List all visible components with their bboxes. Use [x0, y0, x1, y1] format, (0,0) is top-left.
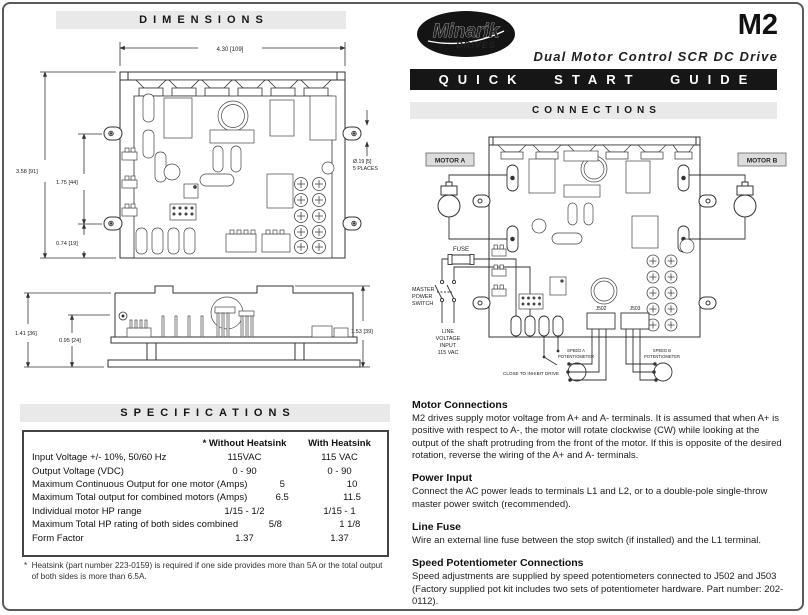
speed-pot-b-symbol	[652, 362, 673, 382]
pot-b-label-1: SPEED B	[653, 348, 671, 353]
connections-diagram: MOTOR A MOTOR B	[412, 136, 787, 382]
j502-label: J502	[596, 306, 607, 312]
j502-connector	[586, 312, 616, 334]
line-voltage-label-1: LINE	[442, 329, 454, 335]
master-power-switch-symbol	[434, 279, 457, 303]
specifications-table: * Without Heatsink With Heatsink Input V…	[22, 430, 389, 557]
dim-lower-height-label: 0.74 [19]	[56, 241, 78, 247]
svg-text:MOTOR A: MOTOR A	[435, 158, 466, 165]
topview-board-outline	[103, 71, 362, 259]
dim-width-label: 4.30 [109]	[217, 47, 244, 53]
logo-brand-text: Minarik	[433, 21, 501, 42]
topview-dimension-lines	[40, 42, 370, 259]
pot-a-label-2: POTENTIOMETER	[558, 354, 594, 359]
topview-components	[121, 93, 337, 255]
pot-a-label-1: SPEED A	[567, 348, 585, 353]
dim-mid-height-label: 1.75 [44]	[56, 180, 78, 186]
section-heading: Power Input	[412, 472, 473, 485]
fuse-symbol	[447, 254, 475, 265]
sideview-profile	[107, 285, 361, 368]
table-row: Output Voltage (VDC) 0 - 90 0 - 90	[32, 465, 352, 477]
table-row: Maximum Continuous Output for one motor …	[32, 478, 358, 490]
inhibit-label: CLOSE TO INHIBIT DRIVE	[503, 371, 559, 376]
inhibit-switch-symbol	[542, 349, 560, 359]
section-heading: Line Fuse	[412, 521, 462, 534]
j503-label: J503	[630, 306, 641, 312]
logo-sub-text: DRIVES	[456, 40, 496, 50]
dim-hole-note: 5 PLACES	[353, 166, 378, 172]
section-body: Connect the AC power leads to terminals …	[412, 486, 768, 510]
spec-col-without-heatsink: * Without Heatsink	[202, 438, 287, 449]
master-switch-label-3: SWITCH	[412, 301, 433, 307]
motor-a-symbol	[437, 181, 461, 218]
spec-header-row: * Without Heatsink With Heatsink	[24, 436, 387, 451]
conn-terminals	[506, 164, 690, 337]
dim-side-left-label: 1.41 [36]	[15, 331, 37, 337]
table-row: Maximum Total output for combined motors…	[32, 492, 361, 504]
footnote-marker: *	[24, 561, 28, 570]
logo-oval	[417, 11, 515, 57]
j503-connector	[620, 312, 650, 334]
table-row: Form Factor 1.37 1.37	[32, 532, 349, 544]
section-body: Wire an external line fuse between the s…	[412, 535, 762, 547]
topview-trimpots	[294, 177, 326, 254]
section-heading: Speed Potentiometer Connections	[412, 557, 584, 570]
motor-b-symbol	[733, 181, 757, 218]
dimensions-top-view-drawing: 4.30 [109] 3.58 [91] 1.75 [44] 0.74 [19]…	[16, 42, 378, 259]
pot-b-label-2: POTENTIOMETER	[644, 354, 680, 359]
master-switch-label-1: MASTER	[412, 287, 435, 293]
svg-text:MOTOR B: MOTOR B	[747, 158, 778, 165]
conn-wires	[441, 174, 746, 381]
logo-swoosh	[427, 30, 505, 45]
table-row: Input Voltage +/- 10%, 50/60 Hz 115VAC 1…	[32, 452, 358, 464]
dim-side-right-label: 1.53 [39]	[351, 329, 373, 335]
instructions: Motor Connections M2 drives supply motor…	[412, 399, 784, 615]
section-speed-potentiometer: Speed Potentiometer Connections Speed ad…	[412, 557, 784, 608]
section-heading: Motor Connections	[412, 399, 508, 411]
master-switch-label-2: POWER	[412, 294, 432, 300]
motor-b-label-box: MOTOR B	[737, 152, 787, 167]
spec-col-with-heatsink: With Heatsink	[308, 438, 371, 449]
conn-trimpots	[646, 254, 678, 332]
table-row: Maximum Total HP rating of both sides co…	[32, 519, 361, 531]
minarik-drives-logo: Minarik DRIVES	[417, 11, 515, 57]
line-voltage-label-3: INPUT	[440, 343, 457, 349]
quick-start-guide-banner: QUICK START GUIDE	[410, 69, 777, 90]
footnote-text: Heatsink (part number 223-0159) is requi…	[31, 561, 383, 581]
sideview-dimension-lines	[24, 285, 370, 368]
table-row: Individual motor HP range 1/15 - 1/2 1/1…	[32, 505, 356, 517]
spec-footnote: * Heatsink (part number 223-0159) is req…	[24, 561, 386, 582]
page-subtitle: Dual Motor Control SCR DC Drive	[533, 49, 778, 64]
specifications-header: SPECIFICATIONS	[20, 404, 390, 422]
dimensions-header: DIMENSIONS	[56, 11, 346, 29]
connections-header: CONNECTIONS	[410, 102, 777, 119]
section-body: M2 drives supply motor voltage from A+ a…	[412, 413, 782, 462]
dimensions-side-view-drawing: 1.41 [36] 0.95 [24] 1.53 [39]	[15, 285, 373, 368]
section-motor-connections: Motor Connections M2 drives supply motor…	[412, 399, 784, 462]
line-voltage-label-4: 115 VAC	[438, 350, 459, 356]
dim-hole-label: Ø.19 [5]	[353, 159, 372, 165]
fuse-label: FUSE	[453, 247, 469, 253]
section-body: Speed adjustments are supplied by speed …	[412, 571, 784, 608]
dim-side-inner-label: 0.95 [24]	[59, 338, 81, 344]
speed-pot-a-symbol	[566, 362, 587, 382]
page-title: M2	[737, 9, 778, 41]
dim-height-label: 3.58 [91]	[16, 169, 38, 175]
conn-board-components	[491, 150, 695, 310]
line-voltage-label-2: VOLTAGE	[436, 336, 461, 342]
section-line-fuse: Line Fuse Wire an external line fuse bet…	[412, 521, 784, 547]
sideview-components	[126, 296, 349, 338]
motor-a-label-box: MOTOR A	[425, 152, 475, 167]
section-power-input: Power Input Connect the AC power leads t…	[412, 472, 784, 511]
